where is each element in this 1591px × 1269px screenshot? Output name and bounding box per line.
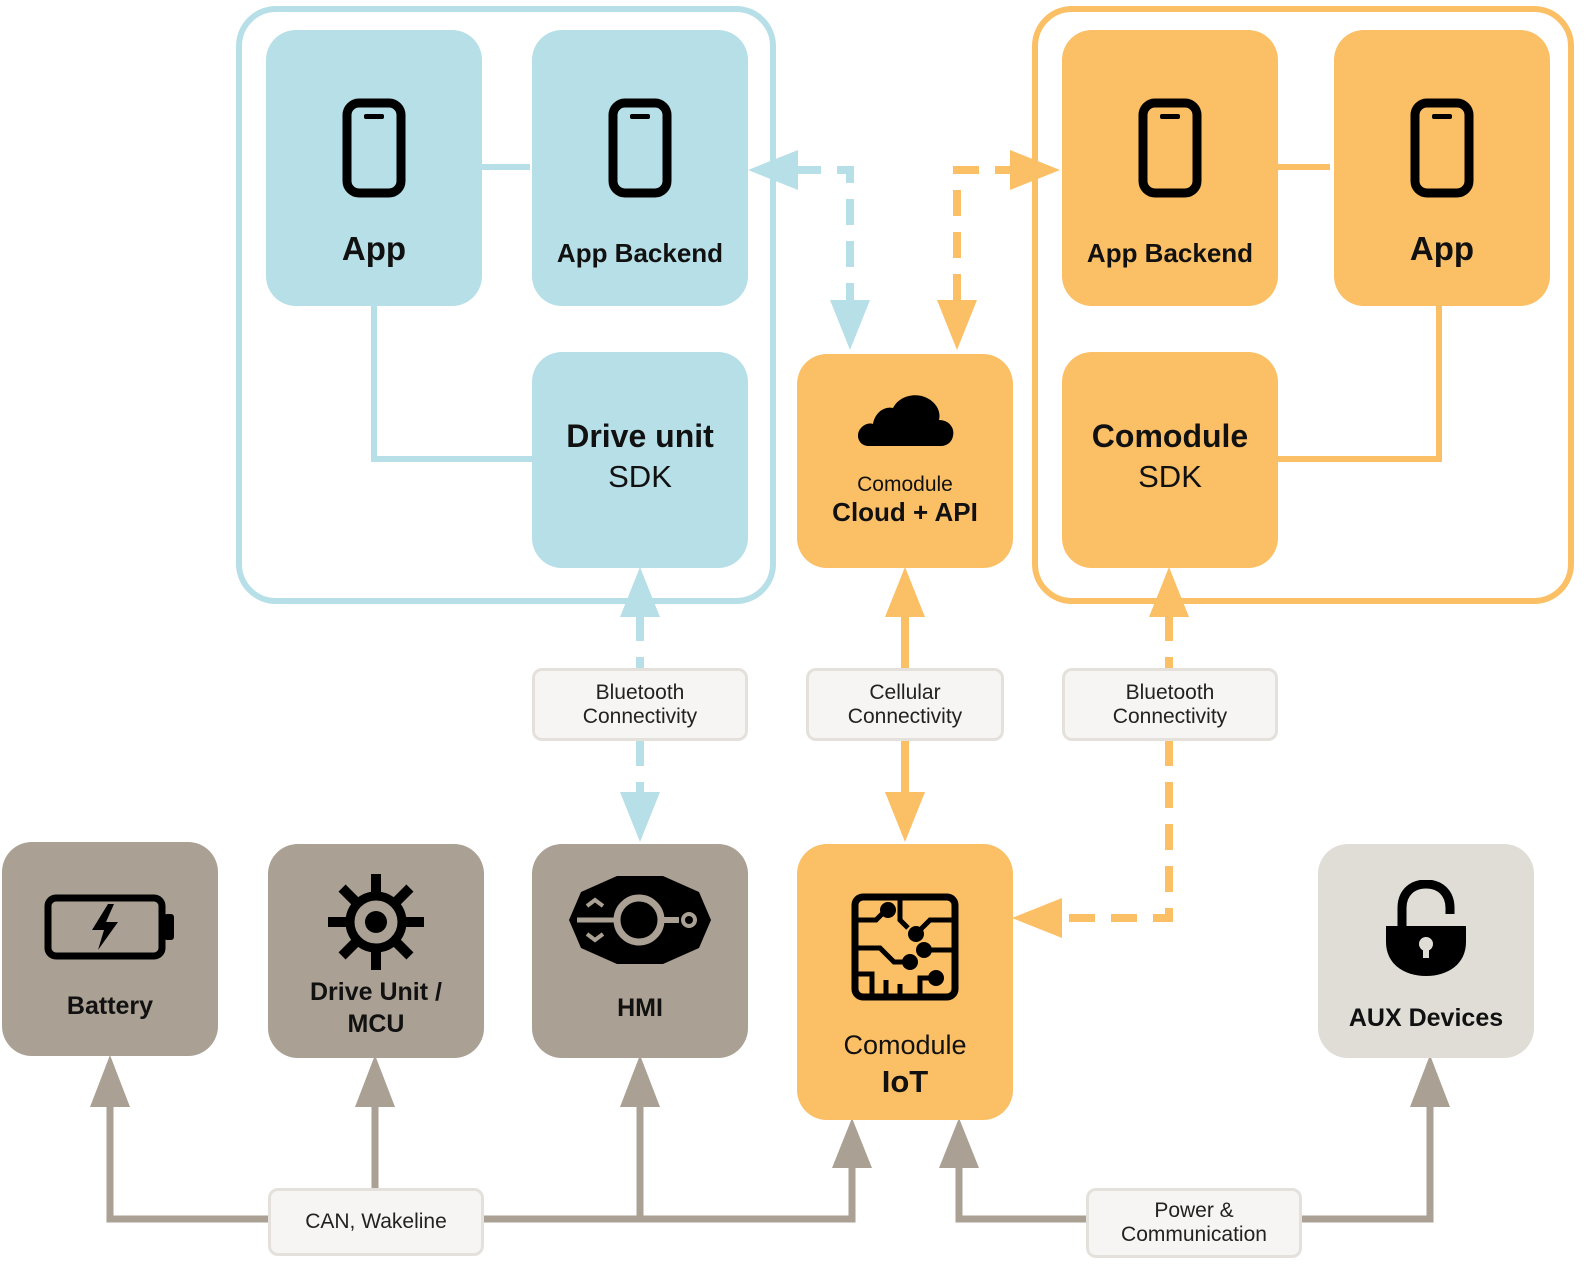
hmi-icon <box>569 876 711 964</box>
gear-icon <box>328 874 424 970</box>
battery-label: Battery <box>66 992 154 1020</box>
right-app-node[interactable]: App <box>1334 30 1550 306</box>
can-wakeline-text: CAN, Wakeline <box>305 1210 447 1233</box>
phone-icon <box>1138 98 1202 198</box>
drive-unit-sdk-subtitle: SDK <box>608 459 672 494</box>
hmi-node[interactable]: HMI <box>532 844 748 1058</box>
drive-unit-sdk-title: Drive unit <box>566 418 714 454</box>
right-app-backend-node[interactable]: App Backend <box>1062 30 1278 306</box>
comodule-sdk-node[interactable]: Comodule SDK <box>1062 352 1278 568</box>
aux-devices-node[interactable]: AUX Devices <box>1318 844 1534 1058</box>
hmi-label: HMI <box>617 994 663 1022</box>
phone-icon <box>342 98 406 198</box>
drive-unit-mcu-line2: MCU <box>347 1010 405 1038</box>
power-line2: Communication <box>1121 1223 1267 1246</box>
comodule-cloud-node[interactable]: Comodule Cloud + API <box>797 354 1013 568</box>
bluetooth-right-line2: Connectivity <box>1112 704 1228 728</box>
cloud-label-line2: Cloud + API <box>832 497 978 527</box>
can-wakeline-label: CAN, Wakeline <box>268 1188 484 1256</box>
cellular-label: Cellular Connectivity <box>806 668 1004 741</box>
left-app-label: App <box>341 230 407 267</box>
right-app-group <box>1032 6 1574 604</box>
comodule-iot-node[interactable]: Comodule IoT <box>797 844 1013 1120</box>
cellular-line2: Connectivity <box>847 704 963 728</box>
circuit-icon <box>851 893 959 1001</box>
cloud-icon <box>857 395 954 446</box>
aux-devices-label: AUX Devices <box>1348 1004 1504 1032</box>
left-app-backend-node[interactable]: App Backend <box>532 30 748 306</box>
drive-unit-mcu-node[interactable]: Drive Unit / MCU <box>268 844 484 1058</box>
right-app-label: App <box>1409 230 1475 267</box>
iot-label-line2: IoT <box>881 1064 929 1099</box>
bluetooth-right-line1: Bluetooth <box>1125 680 1215 704</box>
drive-unit-sdk-node[interactable]: Drive unit SDK <box>532 352 748 568</box>
phone-icon <box>608 98 672 198</box>
power-communication-label: Power & Communication <box>1086 1188 1302 1258</box>
bluetooth-left-label: Bluetooth Connectivity <box>532 668 748 741</box>
phone-icon <box>1410 98 1474 198</box>
cellular-line1: Cellular <box>869 680 941 704</box>
bluetooth-right-label: Bluetooth Connectivity <box>1062 668 1278 741</box>
bluetooth-left-line1: Bluetooth <box>595 680 685 704</box>
left-app-group <box>236 6 776 604</box>
battery-node[interactable]: Battery <box>2 842 218 1056</box>
lock-icon <box>1386 880 1466 976</box>
right-app-backend-label: App Backend <box>1086 238 1254 268</box>
battery-icon <box>44 894 174 960</box>
cloud-label-line1: Comodule <box>857 473 953 496</box>
comodule-sdk-title: Comodule <box>1091 418 1249 454</box>
left-app-node[interactable]: App <box>266 30 482 306</box>
bluetooth-left-line2: Connectivity <box>582 704 698 728</box>
drive-unit-mcu-line1: Drive Unit / <box>310 978 442 1006</box>
left-app-backend-label: App Backend <box>556 238 724 268</box>
power-line1: Power & <box>1154 1199 1234 1222</box>
comodule-sdk-subtitle: SDK <box>1138 459 1202 494</box>
iot-label-line1: Comodule <box>843 1030 967 1060</box>
